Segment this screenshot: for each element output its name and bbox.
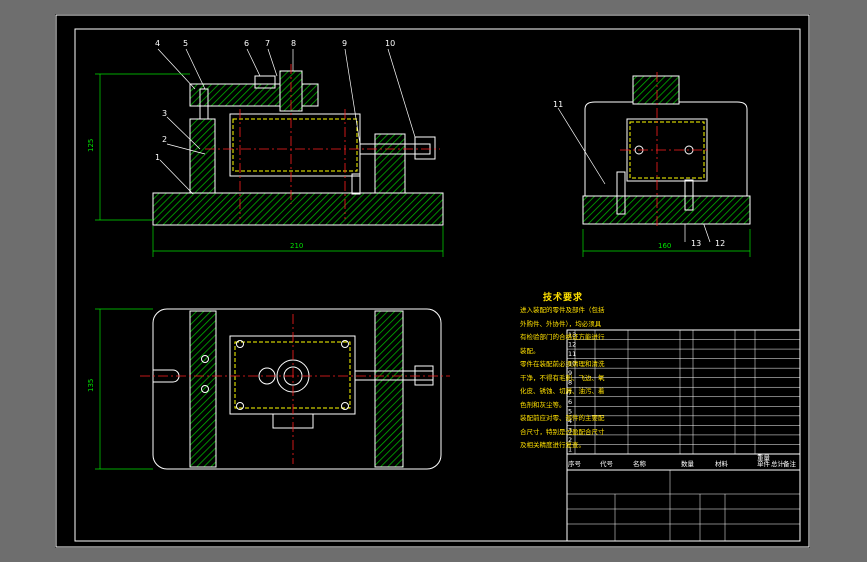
base-plate bbox=[152, 192, 444, 226]
bom-header-cell: 代号 bbox=[600, 459, 614, 468]
bom-header-cell: 材料 bbox=[715, 459, 729, 468]
workpiece bbox=[229, 113, 361, 177]
bom-item-no: 12 bbox=[568, 341, 576, 349]
plan-right-rail bbox=[374, 310, 404, 468]
bom-item-no: 11 bbox=[568, 350, 576, 358]
bom-item-no: 7 bbox=[568, 388, 572, 396]
bom-table bbox=[566, 329, 801, 542]
dimension-labels: 125 210 160 135 bbox=[87, 139, 671, 392]
right-support bbox=[374, 133, 406, 194]
side-view bbox=[582, 72, 751, 229]
bom-header-cell: 总计 bbox=[771, 459, 785, 468]
bom-item-no: 4 bbox=[568, 417, 572, 425]
bom-header-cell: 名称 bbox=[633, 459, 647, 468]
plan-outline bbox=[152, 308, 442, 470]
workpiece-hidden bbox=[232, 118, 358, 172]
tech-req-line: 装配前应对零、部件的主要配 bbox=[520, 414, 605, 422]
side-pin-right bbox=[684, 179, 694, 211]
knob bbox=[414, 136, 436, 160]
callout-9: 9 bbox=[342, 39, 347, 48]
plan-view bbox=[140, 308, 450, 470]
bom-item-no: 13 bbox=[568, 331, 576, 339]
bom-item-no: 3 bbox=[568, 426, 572, 434]
bom-item-no: 2 bbox=[568, 436, 572, 444]
plan-rod-knob bbox=[414, 365, 434, 386]
bom-header-weight: 重量 bbox=[757, 454, 771, 462]
bom-item-no: 8 bbox=[568, 379, 572, 387]
tech-req-line: 外购件、外协件），均必须具 bbox=[520, 319, 602, 328]
tech-req-line: 零件在装配前必须清理和清洗 bbox=[520, 360, 605, 368]
inner-frame bbox=[74, 28, 801, 542]
plan-workpiece-hidden bbox=[234, 341, 351, 409]
side-pin-left bbox=[616, 171, 626, 215]
left-support bbox=[189, 118, 216, 194]
dim-plan-height: 135 bbox=[87, 379, 95, 392]
tech-req-line: 色剂和灰尘等。 bbox=[520, 400, 566, 409]
callout-3: 3 bbox=[162, 109, 167, 118]
bom-header-cell: 序号 bbox=[568, 459, 582, 468]
bom-labels: 13121110987654321序号代号名称数量材料单件总计备注重量 bbox=[568, 331, 797, 468]
left-bolt bbox=[199, 88, 209, 120]
tech-req-title: 技术要求 bbox=[543, 293, 584, 303]
support-pin bbox=[351, 173, 361, 195]
bom-item-no: 9 bbox=[568, 369, 572, 377]
callout-4: 4 bbox=[155, 39, 160, 48]
callout-10: 10 bbox=[385, 39, 395, 48]
tech-req-line: 化皮、锈蚀、切屑、油污、着 bbox=[520, 387, 605, 395]
side-base bbox=[582, 195, 751, 225]
front-view bbox=[95, 48, 751, 470]
tech-req-line: 有检验部门的合格证方能进行 bbox=[520, 333, 605, 341]
bom-item-no: 10 bbox=[568, 360, 576, 368]
callout-2: 2 bbox=[162, 135, 167, 144]
callout-6: 6 bbox=[244, 39, 249, 48]
side-body bbox=[584, 101, 748, 225]
bom-header-cell: 单件 bbox=[757, 459, 771, 468]
callout-11: 11 bbox=[553, 100, 563, 109]
callout-12: 12 bbox=[715, 239, 725, 248]
bom-item-no: 6 bbox=[568, 398, 572, 406]
bom-header-cell: 备注 bbox=[783, 459, 797, 468]
tech-req-line: 装配。 bbox=[520, 346, 540, 355]
screw-block bbox=[254, 75, 276, 89]
callout-5: 5 bbox=[183, 39, 188, 48]
tech-req-line: 合尺寸，特别是过盈配合尺寸 bbox=[520, 427, 605, 436]
tech-req-line: 进入装配的零件及部件（包括 bbox=[520, 306, 605, 314]
tech-req-line: 干净，不得有毛刺、飞边、氧 bbox=[520, 373, 605, 382]
plan-workpiece bbox=[229, 335, 356, 415]
bom-item-no: 1 bbox=[568, 446, 572, 454]
outer-frame bbox=[55, 14, 810, 548]
dim-front-height: 125 bbox=[87, 139, 95, 152]
callout-1: 1 bbox=[155, 153, 160, 162]
tech-req-line: 及相关精度进行复查。 bbox=[520, 441, 585, 449]
plan-left-rail bbox=[189, 310, 217, 468]
dim-side-width: 160 bbox=[658, 242, 671, 250]
callout-7: 7 bbox=[265, 39, 270, 48]
bom-item-no: 5 bbox=[568, 407, 572, 415]
callout-8: 8 bbox=[291, 39, 296, 48]
callout-13: 13 bbox=[691, 239, 701, 248]
bom-header-cell: 数量 bbox=[681, 459, 695, 468]
dim-front-width: 210 bbox=[290, 242, 303, 250]
side-top-block bbox=[632, 75, 680, 105]
